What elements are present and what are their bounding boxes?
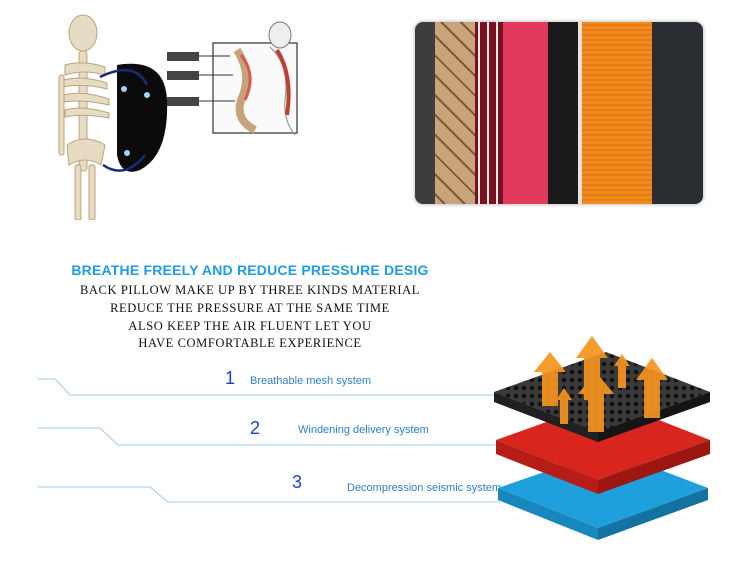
layer-label-3: Decompression seismic system [347,482,502,494]
arrow-up-icon [556,388,572,424]
description-line: HAVE COMFORTABLE EXPERIENCE [138,336,362,350]
leader-line-3 [38,486,500,503]
description-line: REDUCE THE PRESSURE AT THE SAME TIME [110,301,390,315]
spine-illustration [58,14,298,220]
back-pillow [99,63,168,172]
arrow-up-icon [534,352,566,406]
fabric-strip [578,22,582,204]
arrow-up-icon [614,354,630,388]
arrow-up-icon [578,372,614,432]
layer-label-2: Windening delivery system [298,424,429,436]
leader-line-1 [38,378,500,396]
layer-number-1: 1 [225,368,236,388]
fabric-strip [435,22,475,204]
airflow-arrows [534,336,668,432]
description-line: ALSO KEEP THE AIR FLUENT LET YOU [128,319,372,333]
fabric-strip [582,22,652,204]
layer-number-2: 2 [250,418,261,438]
arrow-up-icon [636,358,668,418]
layer-number-3: 3 [292,472,303,492]
layer-stack-illustration [494,336,710,540]
fabric-strip [475,22,503,204]
layer-label-1: Breathable mesh system [250,375,372,387]
spine-detail-box [167,21,298,136]
feature-title: BREATHE FREELY AND REDUCE PRESSURE DESIG [71,262,429,278]
fabric-strip [503,22,548,204]
skeleton-figure [58,14,110,220]
fabric-sample-photo [415,22,703,204]
fabric-strip [652,22,703,204]
fabric-strip [415,22,435,204]
fabric-strip [548,22,578,204]
leader-line-2 [38,427,505,446]
description-line: BACK PILLOW MAKE UP BY THREE KINDS MATER… [79,283,421,297]
